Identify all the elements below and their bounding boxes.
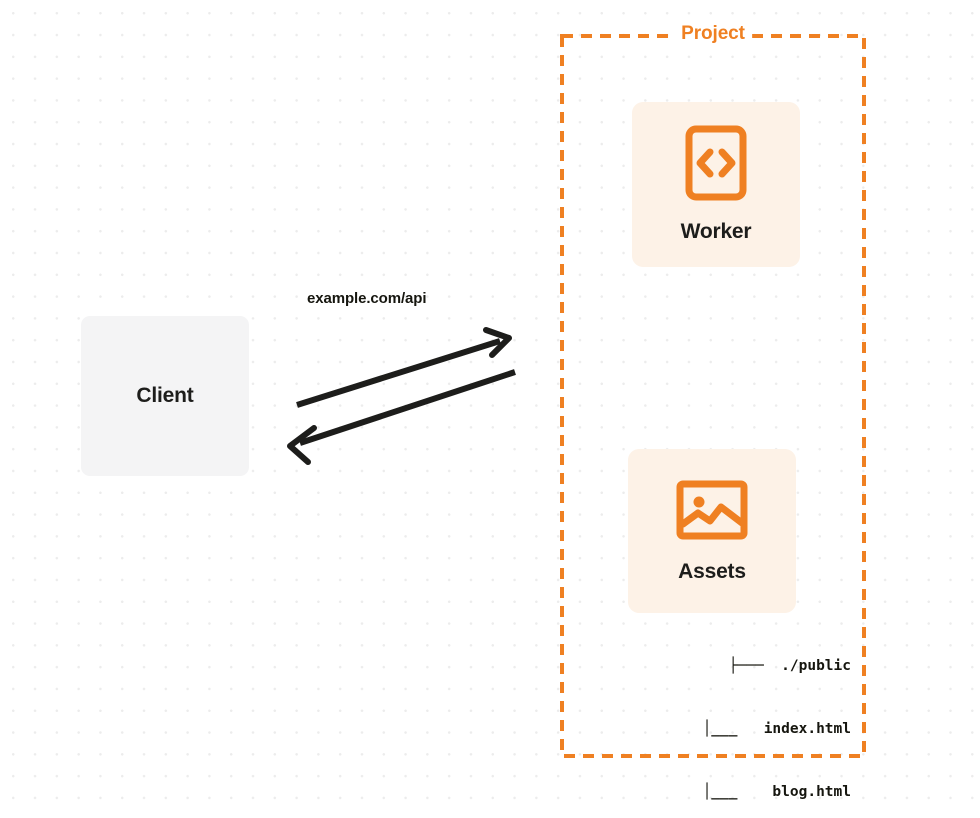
assets-file-tree: ├─── ./public │___ index.html │___ blog.… [606, 614, 851, 818]
worker-card[interactable]: Worker [632, 102, 800, 267]
tree-line: │___ index.html [676, 721, 851, 737]
project-container[interactable]: Project Worker Assets ├─── ./public │___… [560, 23, 866, 800]
edge-label: example.com/api [307, 290, 427, 307]
image-picture-icon [676, 479, 748, 546]
worker-card-label: Worker [680, 220, 752, 243]
client-node[interactable]: Client [81, 316, 249, 476]
tree-line: │___ blog.html [676, 784, 851, 800]
assets-card[interactable]: Assets [628, 449, 796, 613]
client-node-label: Client [136, 384, 194, 407]
code-brackets-icon [685, 125, 747, 206]
tree-line: ├─── ./public [728, 658, 851, 674]
assets-card-label: Assets [678, 559, 746, 583]
project-title: Project [674, 23, 752, 45]
